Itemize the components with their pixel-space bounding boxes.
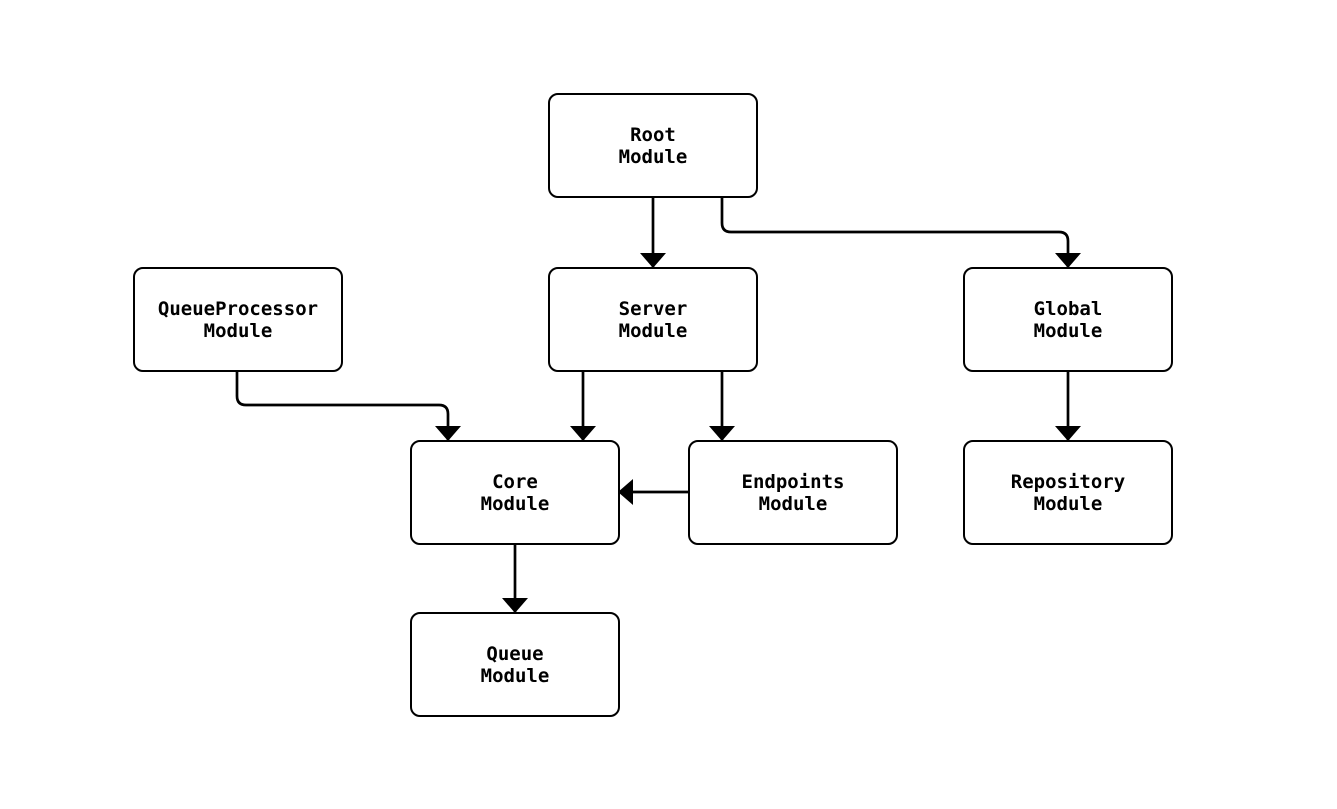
node-label-line: Module (758, 492, 828, 515)
node-label-line: Endpoints (741, 470, 845, 493)
node-label-line: Module (618, 145, 688, 168)
node-label-line: Repository (1010, 470, 1126, 493)
node-label-line: Module (1033, 319, 1103, 342)
node-label-line: Queue (486, 642, 544, 665)
node-label-line: QueueProcessor (157, 297, 319, 320)
node-label-line: Core (492, 470, 538, 493)
node-label-line: Module (480, 664, 550, 687)
edges-group (235, 198, 1081, 613)
node-label-line: Global (1033, 297, 1103, 320)
node-label-line: Module (618, 319, 688, 342)
edge-root-module-to-global-module (720, 198, 1081, 268)
node-label-line: Server (618, 297, 688, 320)
node-label-line: Module (1033, 492, 1103, 515)
node-label-line: Root (630, 123, 676, 146)
edge-queueprocessor-module-to-core-module (235, 372, 461, 441)
node-label-line: Module (480, 492, 550, 515)
node-label-line: Module (203, 319, 273, 342)
